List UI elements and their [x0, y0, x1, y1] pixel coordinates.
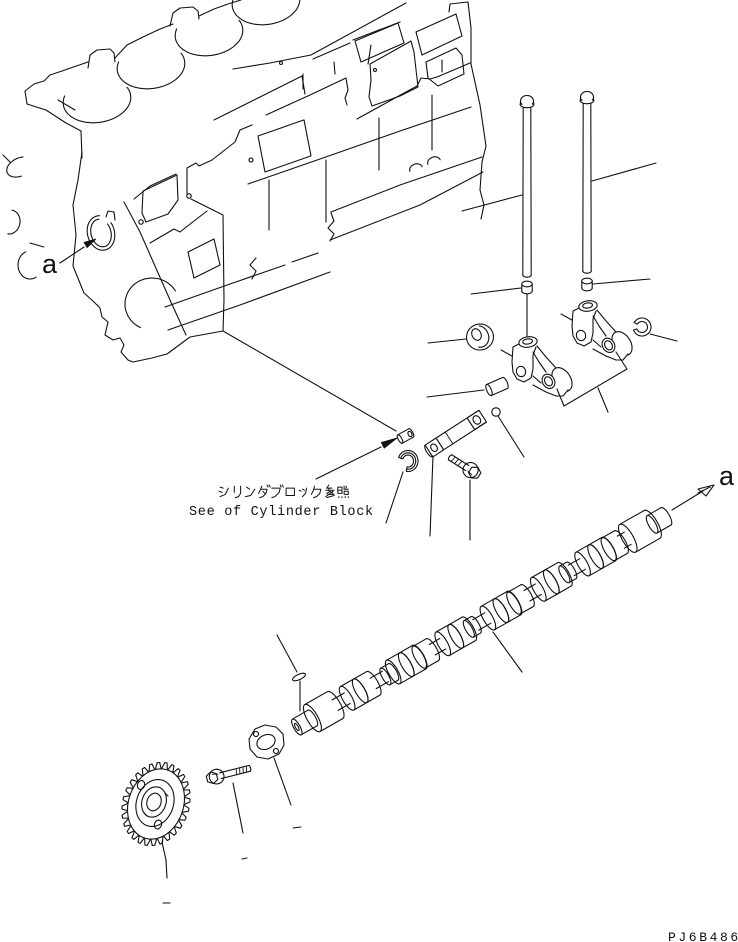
svg-text:a: a: [719, 461, 735, 491]
svg-text:a: a: [42, 249, 58, 279]
svg-text:PJ6B486: PJ6B486: [668, 930, 738, 942]
svg-text:See of Cylinder Block: See of Cylinder Block: [189, 505, 374, 520]
